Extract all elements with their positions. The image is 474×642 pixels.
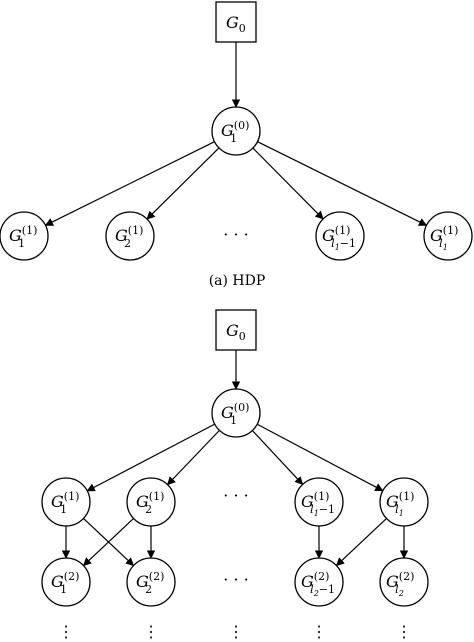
a-caption: (a) HDP — [209, 273, 266, 289]
b-l2-2-circle — [294, 557, 344, 607]
a-node-g1-0-circle — [211, 106, 261, 156]
a-edge-mid-leaf-2 — [252, 147, 324, 220]
b-ellipsis-l1: · · · — [223, 486, 248, 505]
b-vdots-2: ⋮ — [228, 622, 244, 641]
b-edge-mid-l1-0 — [86, 423, 216, 492]
b-l1-3-circle — [379, 477, 429, 527]
edges — [44, 42, 428, 567]
b-ellipsis-l2: · · · — [223, 570, 248, 589]
a-leaf-0-label: G(1)1 — [9, 224, 37, 250]
nodes — [0, 1, 473, 607]
b-l1-0-label: G(1)1 — [51, 490, 79, 516]
a-node-g1-0-label: G(0)1 — [221, 119, 249, 145]
b-node-g1-0-circle — [211, 388, 261, 438]
a-edge-mid-leaf-1 — [146, 147, 220, 220]
a-leaf-1-label: G(1)2 — [115, 224, 143, 250]
a-leaf-2-label: G(1)l1−1 — [322, 224, 356, 252]
b-l2-1-label: G(2)2 — [136, 570, 164, 596]
b-vdots-4: ⋮ — [396, 622, 412, 641]
b-edge-mid-l1-2 — [251, 430, 304, 486]
a-leaf-2-circle — [315, 211, 365, 261]
b-vdots-1: ⋮ — [143, 622, 159, 641]
b-l1-2-circle — [294, 477, 344, 527]
b-edge-mid-l1-1 — [166, 429, 220, 486]
a-leaf-3-circle — [423, 211, 473, 261]
b-l2-3-label: G(2)l2 — [386, 570, 414, 598]
b-edge-l1-3-l2-2 — [335, 518, 387, 567]
b-edge-l1-1-l2-0 — [82, 518, 134, 567]
a-ellipsis: · · · — [223, 225, 248, 244]
b-l2-2-label: G(2)l2−1 — [301, 570, 335, 598]
b-node-g1-0-label: G(0)1 — [221, 401, 249, 427]
a-edge-mid-leaf-3 — [257, 141, 428, 226]
b-root-g0-label: G0 — [226, 321, 246, 343]
b-vdots-0: ⋮ — [58, 622, 74, 641]
b-l2-0-circle — [41, 557, 91, 607]
a-leaf-0-circle — [0, 211, 49, 261]
a-root-g0-label: G0 — [226, 13, 246, 35]
a-leaf-3-label: G(1)l1 — [430, 224, 458, 252]
b-l2-0-label: G(2)1 — [51, 570, 79, 596]
a-leaf-1-circle — [105, 211, 155, 261]
a-root-g0-box — [215, 1, 257, 43]
b-root-g0-box — [215, 309, 257, 351]
b-l1-3-label: G(1)l1 — [386, 490, 414, 518]
a-edge-mid-leaf-0 — [44, 141, 215, 226]
b-edge-mid-l1-3 — [256, 423, 384, 492]
b-l1-2-label: G(1)l1−1 — [301, 490, 335, 518]
b-l2-1-circle — [126, 557, 176, 607]
b-l2-3-circle — [379, 557, 429, 607]
b-l1-1-label: G(1)2 — [136, 490, 164, 516]
b-l1-1-circle — [126, 477, 176, 527]
b-vdots-3: ⋮ — [311, 622, 327, 641]
b-l1-0-circle — [41, 477, 91, 527]
